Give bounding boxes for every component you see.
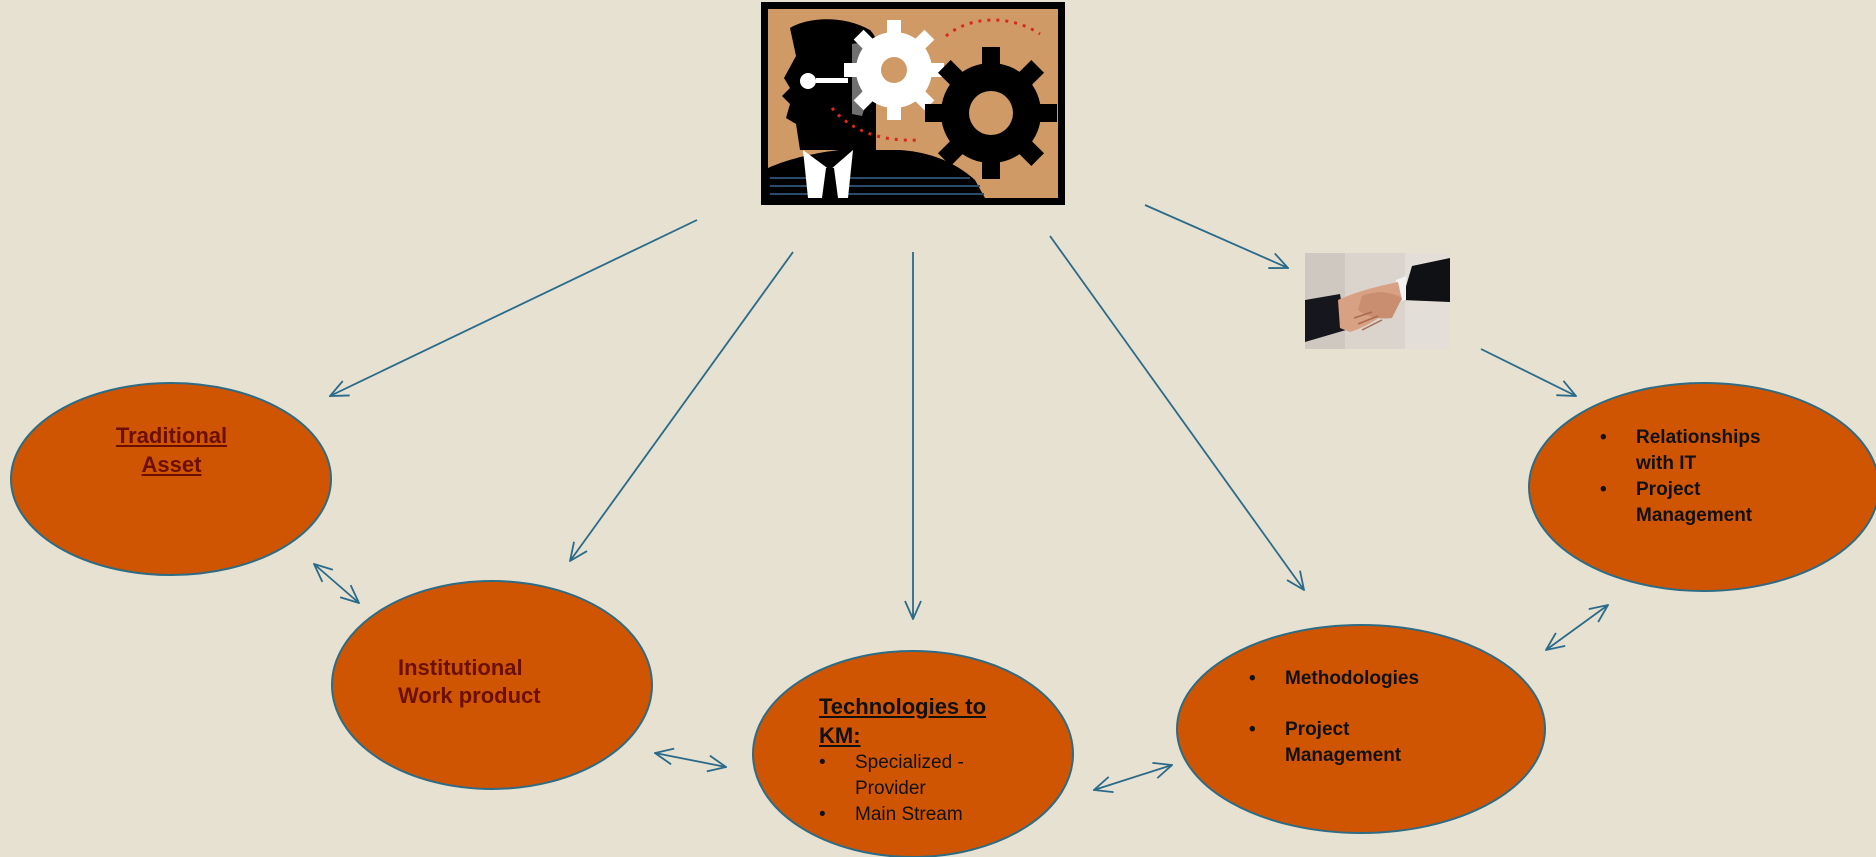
link-methodologies-relationships [1546,605,1608,650]
relationships-bullet: Project Management [1600,477,1800,529]
technologies-km-bullet: Specialized - Provider [819,750,1019,802]
technologies-km-title: Technologies to KM: [819,694,987,748]
link-institutional-technologies [655,753,726,767]
methodologies-list: Methodologies Project Management [1249,666,1469,769]
traditional-asset-title: Traditional Asset [115,423,228,477]
arrow-to-institutional-work-product [570,251,794,561]
institutional-work-product-title: Institutional Work product [398,655,541,708]
technologies-km-block: Technologies to KM: Specialized - Provid… [819,692,1019,828]
arrow-to-methodologies [1049,235,1304,590]
link-traditional-institutional [314,564,359,603]
methodologies-block: Methodologies Project Management [1249,666,1469,769]
node-institutional-work-product [331,580,653,790]
technologies-km-list: Specialized - Provider Main Stream [819,750,1019,828]
technologies-km-bullet: Main Stream [819,802,1019,828]
arrow-to-handshake [1144,204,1288,268]
relationships-list: Relationships with IT Project Management [1600,425,1800,529]
methodologies-bullet: Project Management [1249,717,1469,769]
arrow-to-traditional-asset [330,219,698,396]
arrow-handshake-to-relationships [1480,348,1576,396]
relationships-block: Relationships with IT Project Management [1600,425,1800,529]
node-traditional-asset [10,382,332,576]
head-with-gears-icon [761,2,1065,205]
link-technologies-methodologies [1094,765,1172,790]
relationships-bullet: Relationships with IT [1600,425,1800,477]
handshake-photo [1305,253,1450,349]
methodologies-bullet: Methodologies [1249,666,1469,692]
